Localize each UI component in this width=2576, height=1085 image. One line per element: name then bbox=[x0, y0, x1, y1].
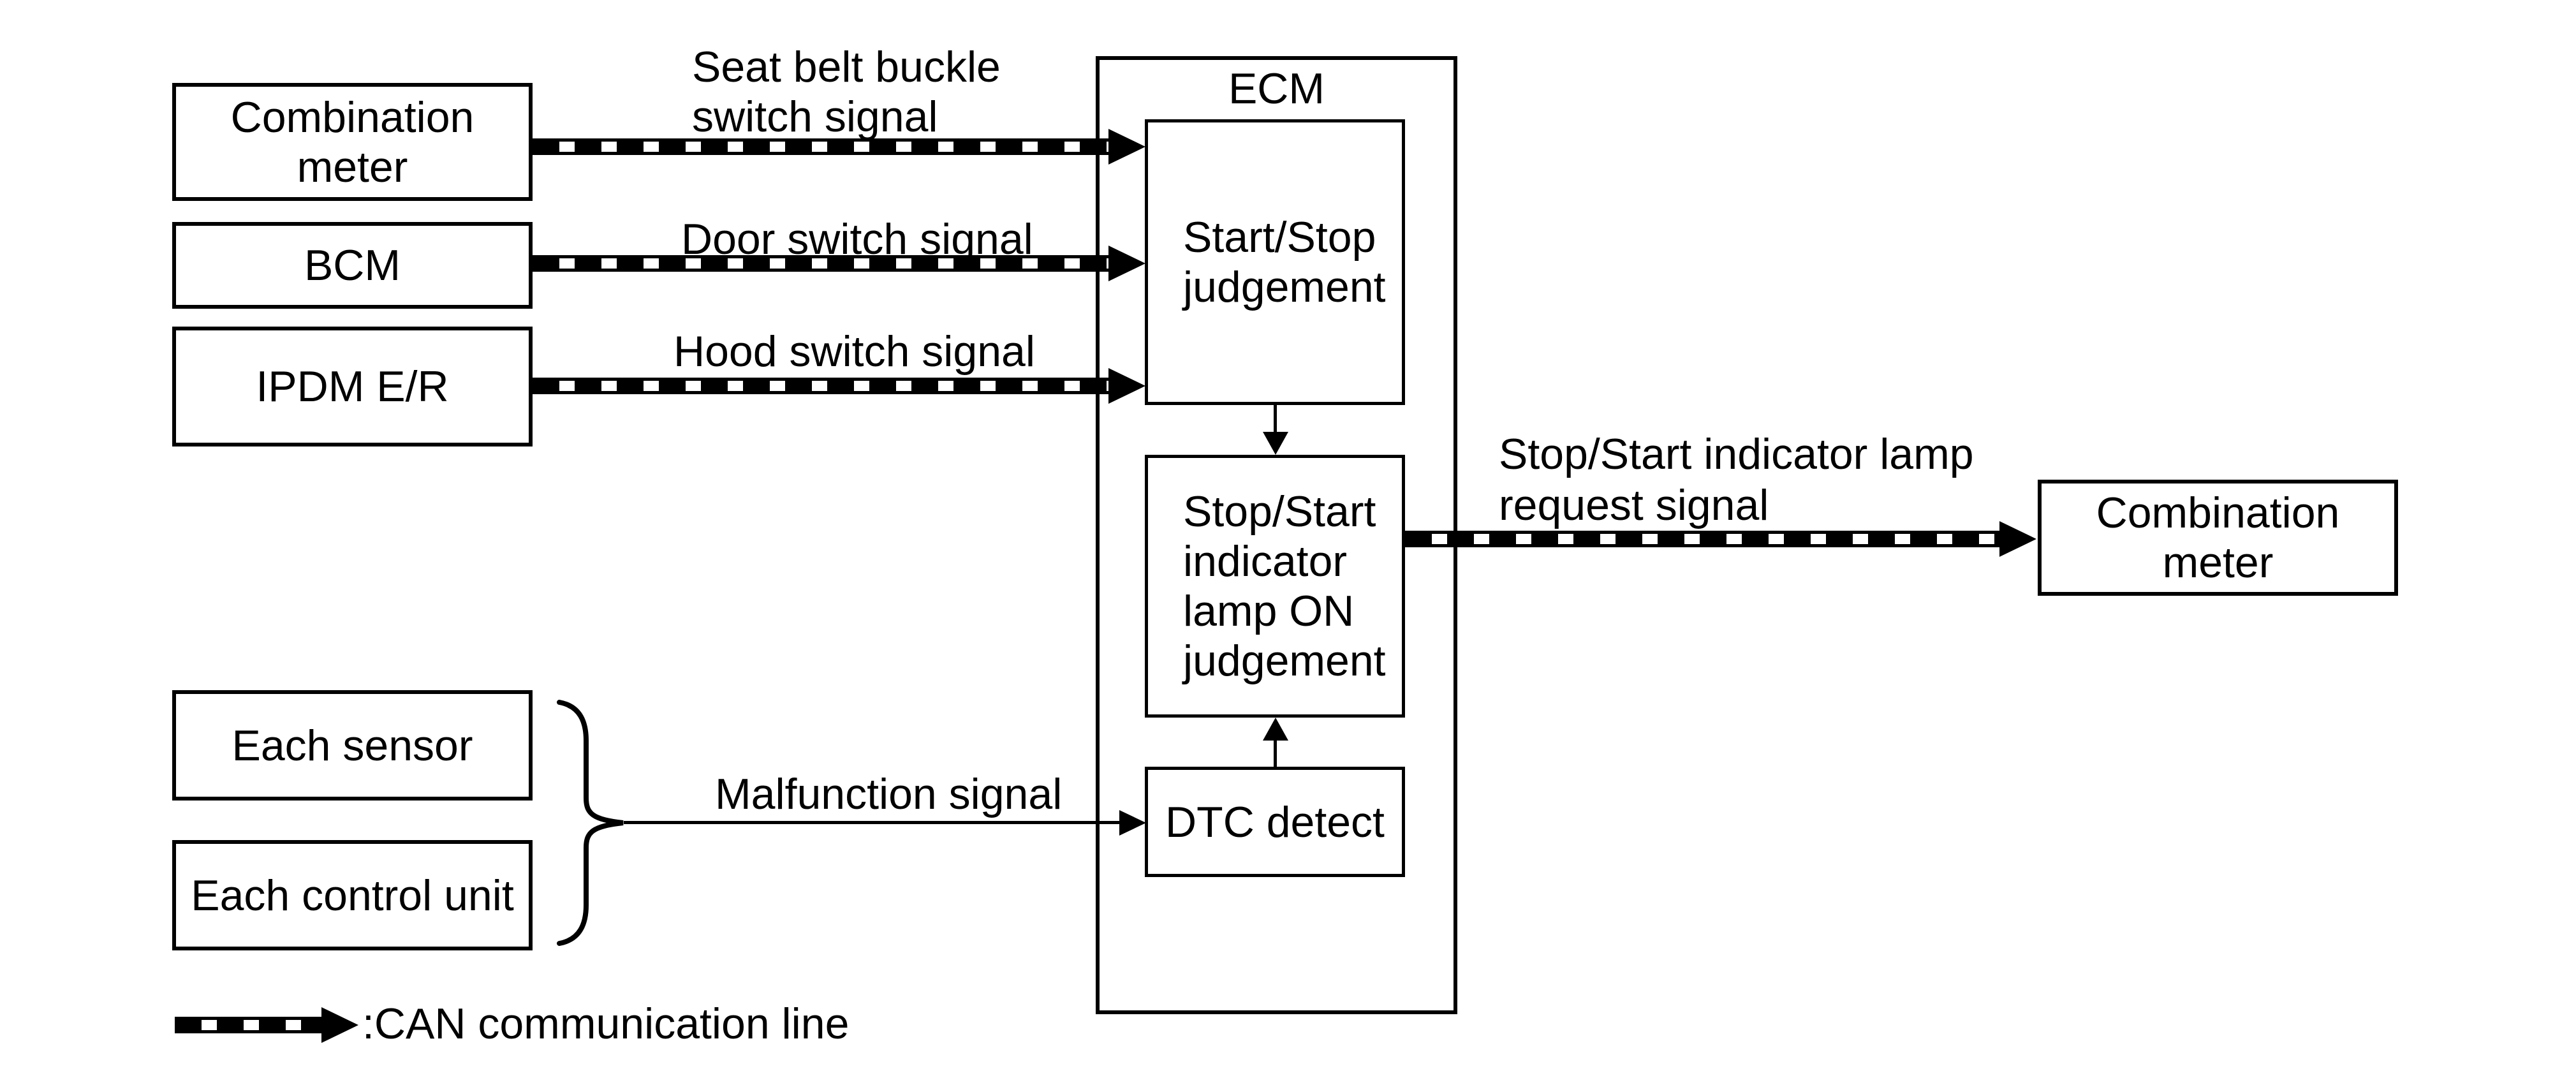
node-label-line: lamp ON bbox=[1183, 587, 1355, 635]
can-arrowhead-icon bbox=[321, 1007, 358, 1043]
node-label-line: meter bbox=[297, 142, 408, 191]
node-label-line: Stop/Start bbox=[1183, 487, 1376, 536]
arrow-down-icon bbox=[1263, 432, 1288, 455]
node-label-line: judgement bbox=[1183, 263, 1386, 311]
legend-label: :CAN communication line bbox=[362, 1000, 850, 1048]
can-line-door bbox=[533, 255, 1108, 272]
node-combination-meter-left: Combination meter bbox=[172, 83, 533, 201]
can-line-seat-belt bbox=[533, 138, 1108, 155]
node-label-line: meter bbox=[2162, 538, 2274, 587]
can-line-hood bbox=[533, 378, 1108, 394]
can-arrowhead-icon bbox=[1108, 368, 1145, 404]
can-line-lamp-request bbox=[1405, 531, 1999, 547]
node-dtc-detect: DTC detect bbox=[1145, 767, 1405, 877]
arrow-line-dtc-to-lamp bbox=[1274, 741, 1277, 767]
arrow-line-judgement-to-lamp bbox=[1274, 405, 1277, 432]
signal-label-line: request signal bbox=[1499, 481, 1769, 529]
node-label: Each control unit bbox=[191, 871, 514, 920]
signal-label-line: Stop/Start indicator lamp bbox=[1499, 430, 1974, 478]
signal-label-door: Door switch signal bbox=[681, 215, 1033, 263]
node-ipdm-er: IPDM E/R bbox=[172, 327, 533, 447]
node-label-line: Combination bbox=[230, 92, 475, 142]
node-each-control-unit: Each control unit bbox=[172, 840, 533, 950]
curly-brace-icon bbox=[557, 700, 624, 946]
signal-label-seat-belt: Seat belt buckle switch signal bbox=[692, 42, 1001, 142]
node-bcm: BCM bbox=[172, 222, 533, 309]
can-arrowhead-icon bbox=[1999, 521, 2036, 557]
node-label: Each sensor bbox=[232, 721, 473, 770]
node-combination-meter-right: Combination meter bbox=[2038, 480, 2398, 596]
signal-label-malfunction: Malfunction signal bbox=[715, 770, 1063, 818]
node-label-line: judgement bbox=[1183, 637, 1386, 685]
can-arrowhead-icon bbox=[1108, 129, 1145, 165]
node-start-stop-judgement: Start/Stop judgement bbox=[1145, 119, 1405, 405]
legend-can-line-sample bbox=[175, 1017, 321, 1033]
signal-label-hood: Hood switch signal bbox=[673, 327, 1035, 376]
node-lamp-on-judgement: Stop/Start indicator lamp ON judgement bbox=[1145, 455, 1405, 718]
node-label: IPDM E/R bbox=[256, 362, 449, 411]
signal-label-lamp-request: Stop/Start indicator lamp request signal bbox=[1499, 429, 1974, 531]
arrow-line-malfunction bbox=[624, 821, 1119, 824]
arrow-up-icon bbox=[1263, 718, 1288, 741]
node-each-sensor: Each sensor bbox=[172, 690, 533, 801]
node-label-line: Start/Stop bbox=[1183, 213, 1376, 262]
ecm-title: ECM bbox=[1228, 64, 1325, 113]
node-label-line: Combination bbox=[2096, 489, 2340, 537]
signal-label-line: switch signal bbox=[692, 92, 938, 141]
node-label: DTC detect bbox=[1165, 797, 1385, 846]
arrow-right-icon bbox=[1119, 810, 1146, 836]
node-label-line: indicator bbox=[1183, 537, 1348, 586]
signal-label-line: Seat belt buckle bbox=[692, 43, 1001, 91]
node-label: BCM bbox=[304, 241, 401, 290]
can-arrowhead-icon bbox=[1108, 246, 1145, 281]
